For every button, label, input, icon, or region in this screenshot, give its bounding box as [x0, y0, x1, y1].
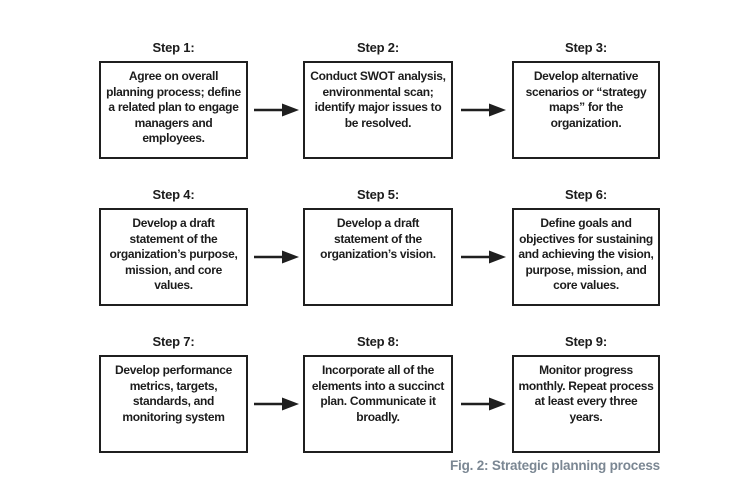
step-1-box: Agree on overall planning process; defin… — [99, 61, 248, 159]
step-4: Step 4: Develop a draft statement of the… — [99, 187, 248, 306]
step-7: Step 7: Develop performance metrics, tar… — [99, 334, 248, 453]
step-9-label: Step 9: — [565, 334, 607, 349]
step-3-text: Develop alternative scenarios or “strate… — [525, 69, 647, 130]
flowchart-grid: Step 1: Agree on overall planning proces… — [99, 40, 660, 453]
step-4-box: Develop a draft statement of the organiz… — [99, 208, 248, 306]
flow-row-1: Step 1: Agree on overall planning proces… — [99, 40, 660, 159]
step-2-box: Conduct SWOT analysis, environmental sca… — [303, 61, 453, 159]
step-3-box: Develop alternative scenarios or “strate… — [512, 61, 660, 159]
step-1-label: Step 1: — [152, 40, 195, 55]
step-1-text: Agree on overall planning process; defin… — [106, 69, 241, 146]
step-9-box: Monitor progress monthly. Repeat process… — [512, 355, 660, 453]
step-8-text: Incorporate all of the elements into a s… — [311, 363, 445, 424]
arrow-right-icon — [248, 355, 303, 453]
step-6-text: Define goals and objectives for sustaini… — [518, 216, 654, 293]
step-6: Step 6: Define goals and objectives for … — [512, 187, 660, 306]
step-1: Step 1: Agree on overall planning proces… — [99, 40, 248, 159]
step-2-label: Step 2: — [357, 40, 399, 55]
step-5-text: Develop a draft statement of the organiz… — [320, 216, 436, 262]
arrow-right-icon — [453, 355, 512, 453]
step-8-box: Incorporate all of the elements into a s… — [303, 355, 453, 453]
step-7-text: Develop performance metrics, targets, st… — [114, 363, 232, 424]
step-3: Step 3: Develop alternative scenarios or… — [512, 40, 660, 159]
step-7-box: Develop performance metrics, targets, st… — [99, 355, 248, 453]
step-2: Step 2: Conduct SWOT analysis, environme… — [303, 40, 453, 159]
step-3-label: Step 3: — [565, 40, 607, 55]
step-8: Step 8: Incorporate all of the elements … — [303, 334, 453, 453]
step-8-label: Step 8: — [357, 334, 399, 349]
step-7-label: Step 7: — [152, 334, 195, 349]
arrow-right-icon — [248, 61, 303, 159]
arrow-right-icon — [453, 208, 512, 306]
step-6-box: Define goals and objectives for sustaini… — [512, 208, 660, 306]
step-4-label: Step 4: — [152, 187, 195, 202]
arrow-right-icon — [248, 208, 303, 306]
step-9-text: Monitor progress monthly. Repeat process… — [518, 363, 654, 424]
step-5: Step 5: Develop a draft statement of the… — [303, 187, 453, 306]
step-5-label: Step 5: — [357, 187, 399, 202]
flow-row-2: Step 4: Develop a draft statement of the… — [99, 187, 660, 306]
flow-row-3: Step 7: Develop performance metrics, tar… — [99, 334, 660, 453]
step-9: Step 9: Monitor progress monthly. Repeat… — [512, 334, 660, 453]
figure-caption: Fig. 2: Strategic planning process — [450, 458, 660, 473]
step-4-text: Develop a draft statement of the organiz… — [109, 216, 238, 293]
step-5-box: Develop a draft statement of the organiz… — [303, 208, 453, 306]
step-2-text: Conduct SWOT analysis, environmental sca… — [310, 69, 446, 130]
arrow-right-icon — [453, 61, 512, 159]
step-6-label: Step 6: — [565, 187, 607, 202]
